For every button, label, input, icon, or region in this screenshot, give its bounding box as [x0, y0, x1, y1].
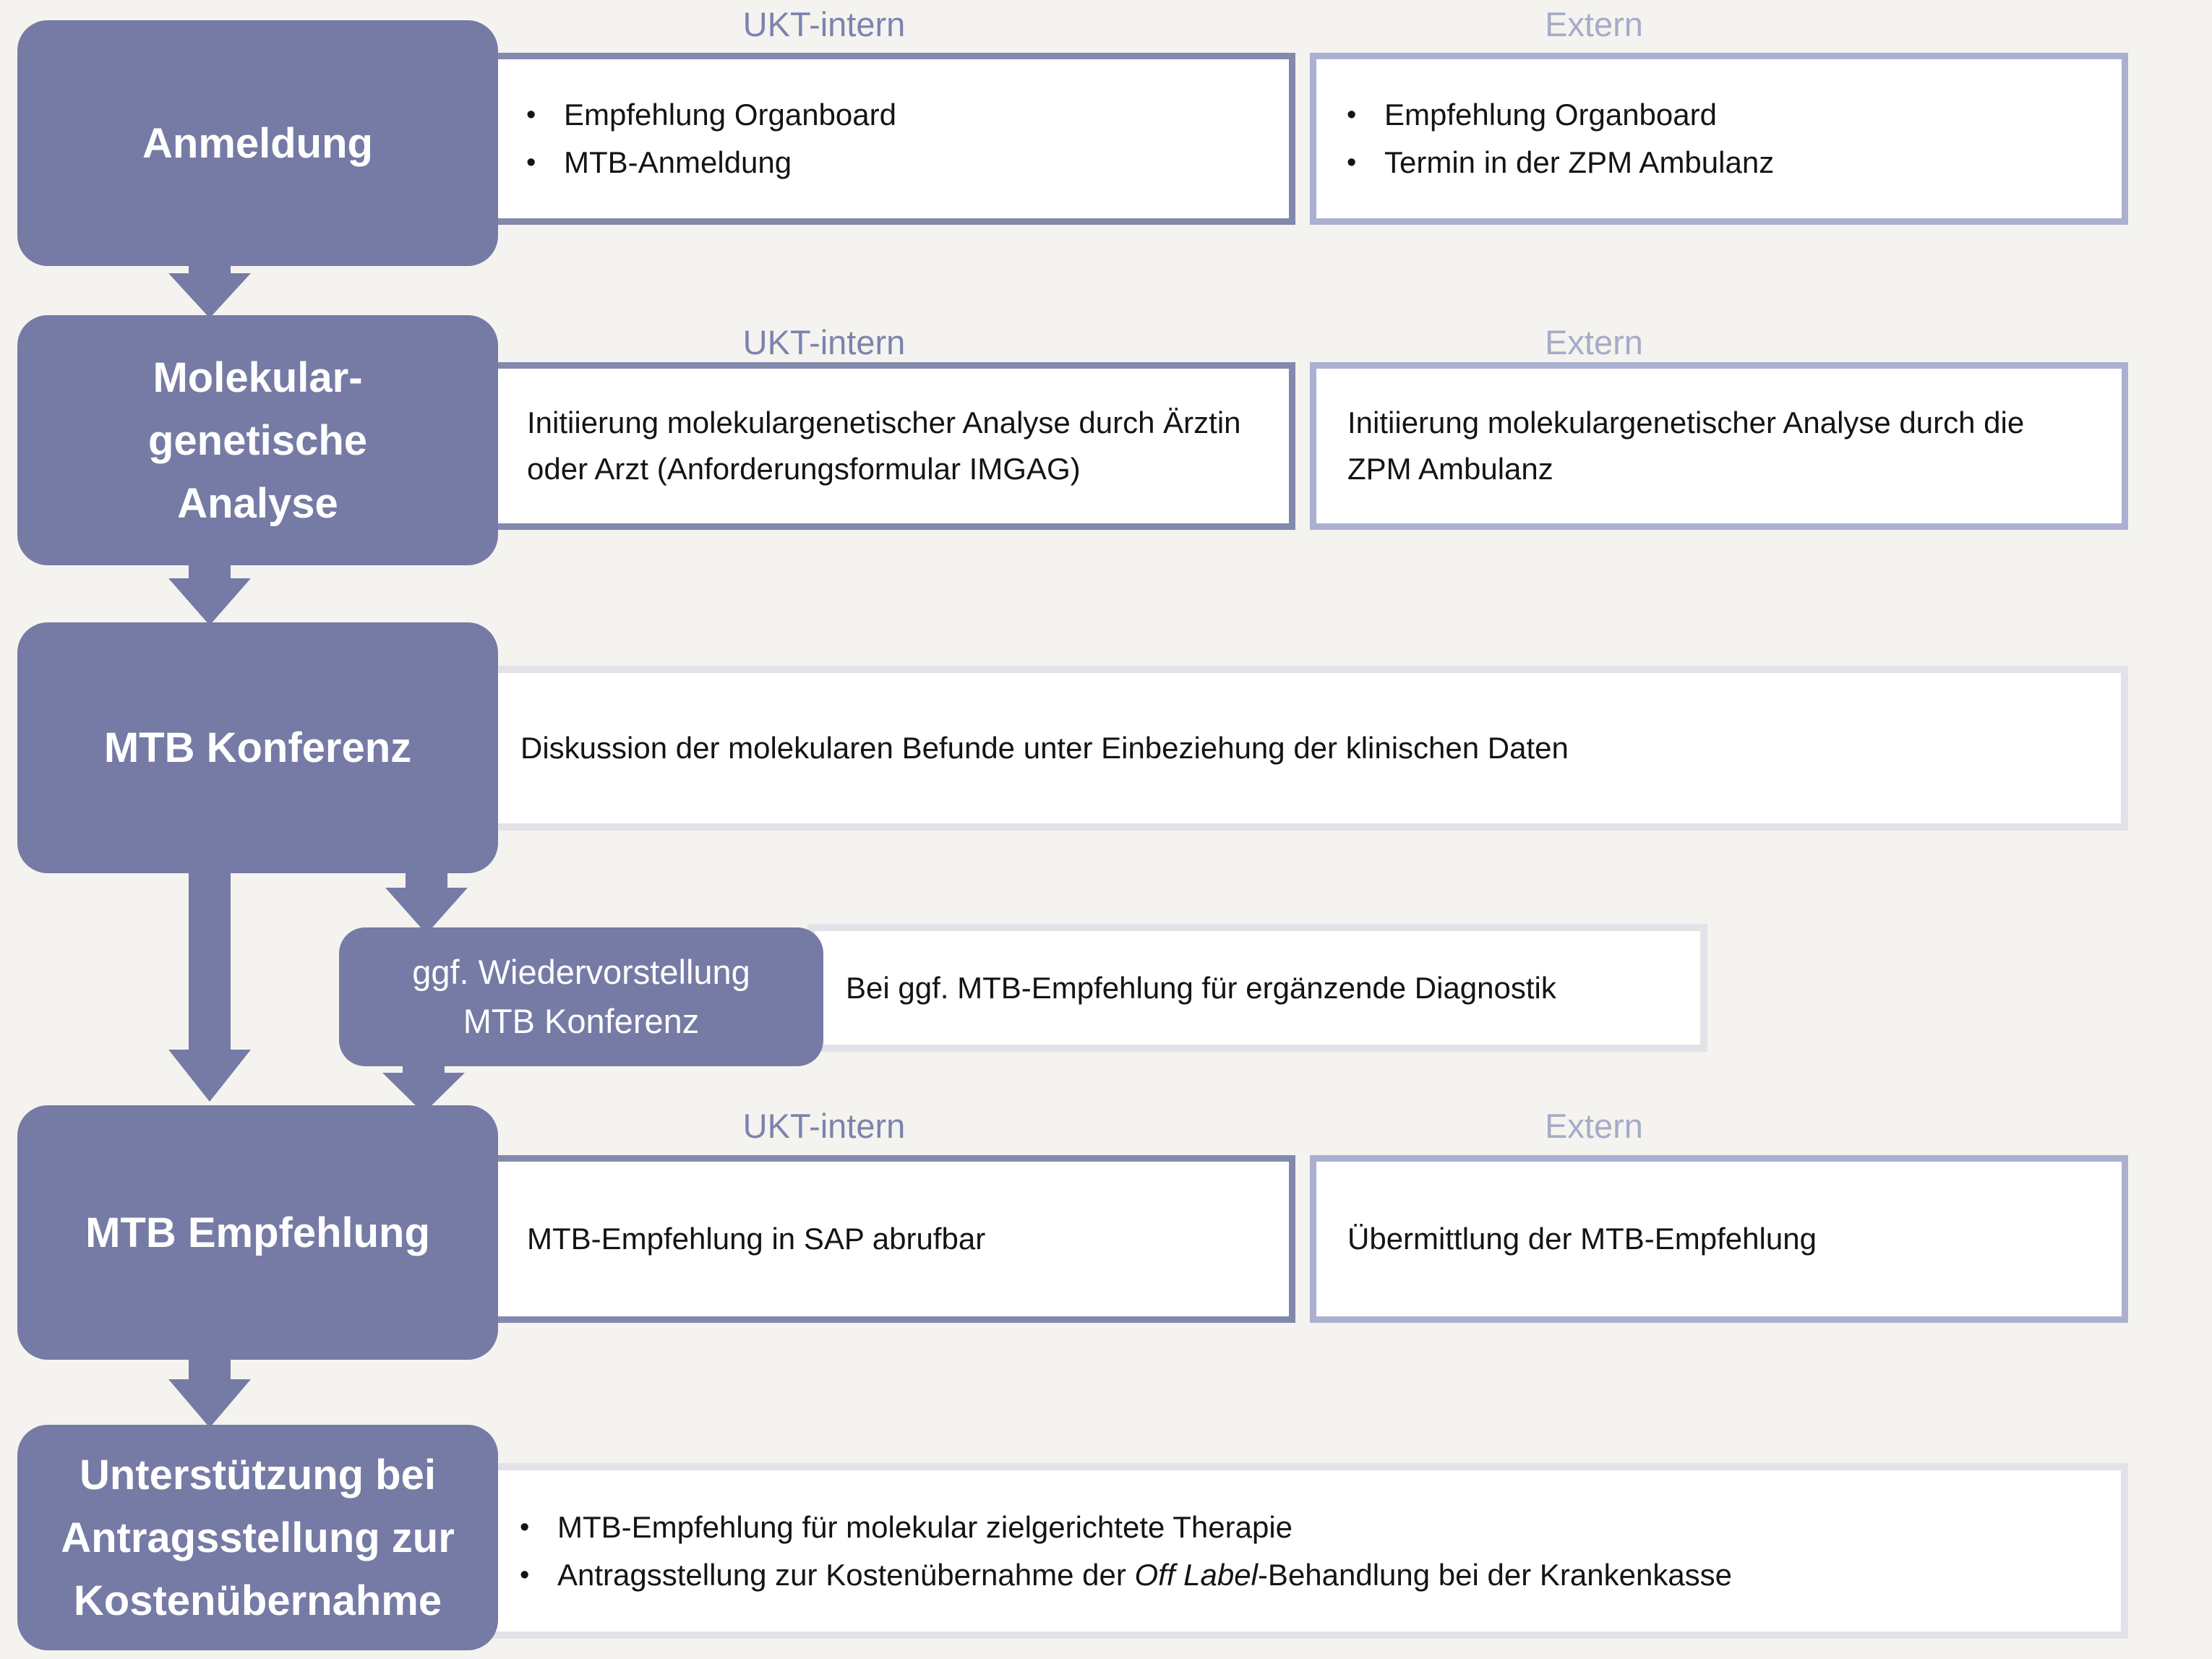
column-header-ukt-intern-row1: UKT-intern	[742, 5, 906, 43]
analyse-extern-text: Initiierung molekulargenetischer Analyse…	[1347, 406, 2025, 486]
step-label-line: Molekular-	[153, 353, 363, 401]
bullet-icon: •	[526, 147, 536, 178]
step-box-anmeldung: Anmeldung	[17, 20, 498, 266]
step-label-line: Kostenübernahme	[73, 1577, 442, 1624]
arrow-analyse-to-konferenz	[168, 553, 251, 625]
bullet-icon: •	[1347, 147, 1357, 178]
bullet-icon: •	[1347, 100, 1357, 130]
step-label: MTB Empfehlung	[85, 1209, 430, 1256]
list-item-text: Empfehlung Organboard	[564, 98, 896, 132]
list-item: • MTB-Empfehlung für molekular zielgeric…	[510, 1504, 2099, 1551]
bullet-icon: •	[526, 100, 536, 130]
step-label-line: Antragsstellung zur	[61, 1514, 455, 1561]
arrow-konferenz-to-empfehlung	[168, 864, 251, 1102]
list-item-text-suffix: -Behandlung bei der Krankenkasse	[1257, 1557, 1733, 1592]
kostenuebernahme-list: • MTB-Empfehlung für molekular zielgeric…	[489, 1504, 2121, 1598]
analyse-ukt-box: Initiierung molekulargenetischer Analyse…	[489, 362, 1295, 530]
list-item-text: Antragsstellung zur Kostenübernahme der …	[557, 1552, 2099, 1598]
list-item: • Empfehlung Organboard	[516, 92, 1267, 138]
list-item: • MTB-Anmeldung	[516, 140, 1267, 186]
list-item-text-prefix: Antragsstellung zur Kostenübernahme der	[557, 1557, 1135, 1592]
column-header-ukt-intern-row4: UKT-intern	[742, 1107, 906, 1145]
empfehlung-ukt-box: MTB-Empfehlung in SAP abrufbar	[489, 1155, 1295, 1323]
wiedervorstellung-info-box: Bei ggf. MTB-Empfehlung für ergänzende D…	[807, 924, 1707, 1052]
step-label: MTB Konferenz	[103, 724, 412, 771]
step-label-line: MTB Konferenz	[463, 1002, 700, 1040]
step-label: Anmeldung	[142, 119, 373, 167]
anmeldung-ukt-list: • Empfehlung Organboard • MTB-Anmeldung	[496, 92, 1289, 186]
column-header-extern-row4: Extern	[1545, 1107, 1643, 1145]
step-box-konferenz: MTB Konferenz	[17, 622, 498, 873]
list-item-text: Empfehlung Organboard	[1384, 98, 1717, 132]
konferenz-box: Diskussion der molekularen Befunde unter…	[482, 666, 2128, 831]
column-header-ukt-intern-row2: UKT-intern	[742, 323, 906, 361]
arrow-empfehlung-to-kostenuebernahme	[168, 1346, 251, 1428]
list-item-text: MTB-Empfehlung für molekular zielgericht…	[557, 1509, 1293, 1544]
list-item: • Termin in der ZPM Ambulanz	[1337, 140, 2100, 186]
column-header-extern-row1: Extern	[1545, 5, 1643, 43]
konferenz-text: Diskussion der molekularen Befunde unter…	[520, 731, 1569, 765]
list-item: • Empfehlung Organboard	[1337, 92, 2100, 138]
list-item: • Antragsstellung zur Kostenübernahme de…	[510, 1552, 2099, 1598]
empfehlung-ukt-text: MTB-Empfehlung in SAP abrufbar	[527, 1222, 986, 1256]
list-item-text: Termin in der ZPM Ambulanz	[1384, 145, 1775, 179]
analyse-extern-box: Initiierung molekulargenetischer Analyse…	[1310, 362, 2128, 530]
analyse-ukt-text: Initiierung molekulargenetischer Analyse…	[527, 406, 1241, 486]
list-item-text: MTB-Anmeldung	[564, 145, 792, 179]
step-label-line: ggf. Wiedervorstellung	[412, 953, 750, 991]
step-box-analyse: Molekular- genetische Analyse	[17, 315, 498, 565]
bullet-icon: •	[520, 1559, 530, 1590]
anmeldung-ukt-box: • Empfehlung Organboard • MTB-Anmeldung	[489, 53, 1295, 225]
step-box-empfehlung: MTB Empfehlung	[17, 1105, 498, 1360]
anmeldung-extern-list: • Empfehlung Organboard • Termin in der …	[1316, 92, 2122, 186]
bullet-icon: •	[520, 1512, 530, 1543]
empfehlung-extern-box: Übermittlung der MTB-Empfehlung	[1310, 1155, 2128, 1323]
column-header-extern-row2: Extern	[1545, 323, 1643, 361]
list-item-text-italic: Off Label	[1134, 1557, 1258, 1592]
arrow-konferenz-to-wiedervorstellung	[385, 864, 468, 934]
empfehlung-extern-text: Übermittlung der MTB-Empfehlung	[1347, 1222, 1817, 1256]
step-box-kostenuebernahme: Unterstützung bei Antragsstellung zur Ko…	[17, 1425, 498, 1650]
kostenuebernahme-box: • MTB-Empfehlung für molekular zielgeric…	[482, 1463, 2128, 1639]
step-box-wiedervorstellung: ggf. Wiedervorstellung MTB Konferenz	[339, 927, 823, 1066]
wiedervorstellung-text: Bei ggf. MTB-Empfehlung für ergänzende D…	[846, 970, 1556, 1005]
step-label-line: Analyse	[177, 479, 338, 527]
step-label-line: Unterstützung bei	[80, 1451, 436, 1499]
arrow-wiedervorstellung-to-empfehlung	[382, 1055, 465, 1113]
step-label-line: genetische	[148, 416, 367, 464]
anmeldung-extern-box: • Empfehlung Organboard • Termin in der …	[1310, 53, 2128, 225]
